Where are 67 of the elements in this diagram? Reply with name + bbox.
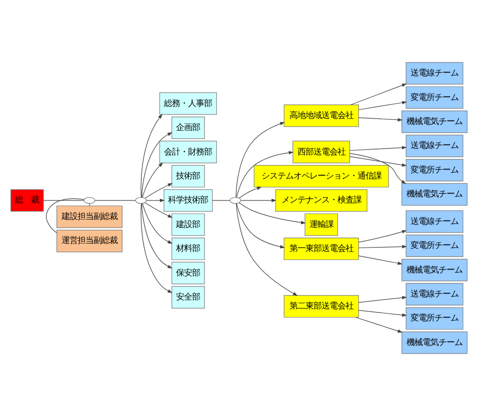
node-box: 保安部 (172, 262, 205, 284)
node-box: 企画部 (172, 116, 205, 139)
arrow (358, 296, 407, 303)
node-box: システムオペレーション・通信課 (254, 165, 389, 188)
arrow (350, 153, 406, 184)
node-circle (84, 197, 96, 204)
node-box: 変電所チーム (406, 158, 464, 182)
arrow (142, 162, 164, 198)
node-box: 機械電気チーム (402, 258, 468, 282)
arrow (358, 230, 407, 242)
arrow (350, 84, 407, 106)
arrow (144, 183, 173, 198)
node-box: 送電線チーム (406, 134, 464, 158)
arrow (140, 203, 172, 294)
node-box: 科学技術部 (164, 189, 213, 212)
arrow (350, 146, 407, 151)
connector (212, 200, 230, 201)
node-box: 機械電気チーム (402, 110, 468, 133)
node-box: 変電所チーム (406, 307, 464, 330)
node-box: 建設担当副総裁 (56, 206, 122, 228)
arrow (236, 203, 285, 248)
arrow (236, 203, 298, 296)
connector (43, 200, 84, 201)
arrow (358, 310, 407, 317)
node-circle (230, 197, 242, 204)
node-box: 技術部 (172, 165, 205, 188)
node-box: 会計・財務部 (159, 140, 217, 164)
arrow (238, 202, 306, 224)
node-box: 変電所チーム (406, 234, 464, 258)
node-circle (135, 197, 147, 204)
node-box: 送電線チーム (406, 62, 464, 85)
arrow (240, 198, 276, 202)
arrow (238, 186, 262, 198)
arrow (236, 150, 294, 198)
node-box: 高地地域送電会社 (284, 104, 359, 127)
arrow (140, 114, 162, 198)
arrow (358, 245, 407, 248)
arrow (350, 156, 407, 167)
node-box: 送電線チーム (406, 210, 464, 233)
node-box: 西部送電会社 (292, 140, 350, 164)
node-box: メンテナンス・検査課 (275, 189, 368, 212)
node-box: 変電所チーム (406, 86, 464, 109)
arrow (142, 203, 172, 244)
arrow (146, 198, 165, 202)
node-box: 総 裁 (10, 189, 44, 212)
arrow (144, 202, 173, 218)
node-box: 運営担当副総裁 (56, 230, 122, 252)
arrow (358, 256, 403, 265)
arrow (358, 101, 407, 110)
arrow (141, 203, 172, 269)
node-box: 安全部 (172, 286, 205, 308)
connector (46, 198, 84, 234)
node-box: 総務・人事部 (159, 92, 217, 115)
node-box: 建設部 (172, 213, 205, 236)
arrow (141, 132, 172, 198)
node-box: 機械電気チーム (402, 183, 468, 206)
arrow (358, 117, 403, 122)
arrow (236, 122, 285, 198)
arrow (355, 316, 403, 333)
node-box: 運輸課 (304, 213, 338, 236)
node-box: 機械電気チーム (402, 331, 468, 354)
connector (94, 200, 136, 201)
connector (89, 203, 90, 206)
node-box: 第一東部送電会社 (284, 238, 359, 260)
node-box: 送電線チーム (406, 283, 464, 306)
node-box: 第二東部送電会社 (284, 295, 359, 318)
node-box: 材料部 (172, 238, 205, 260)
